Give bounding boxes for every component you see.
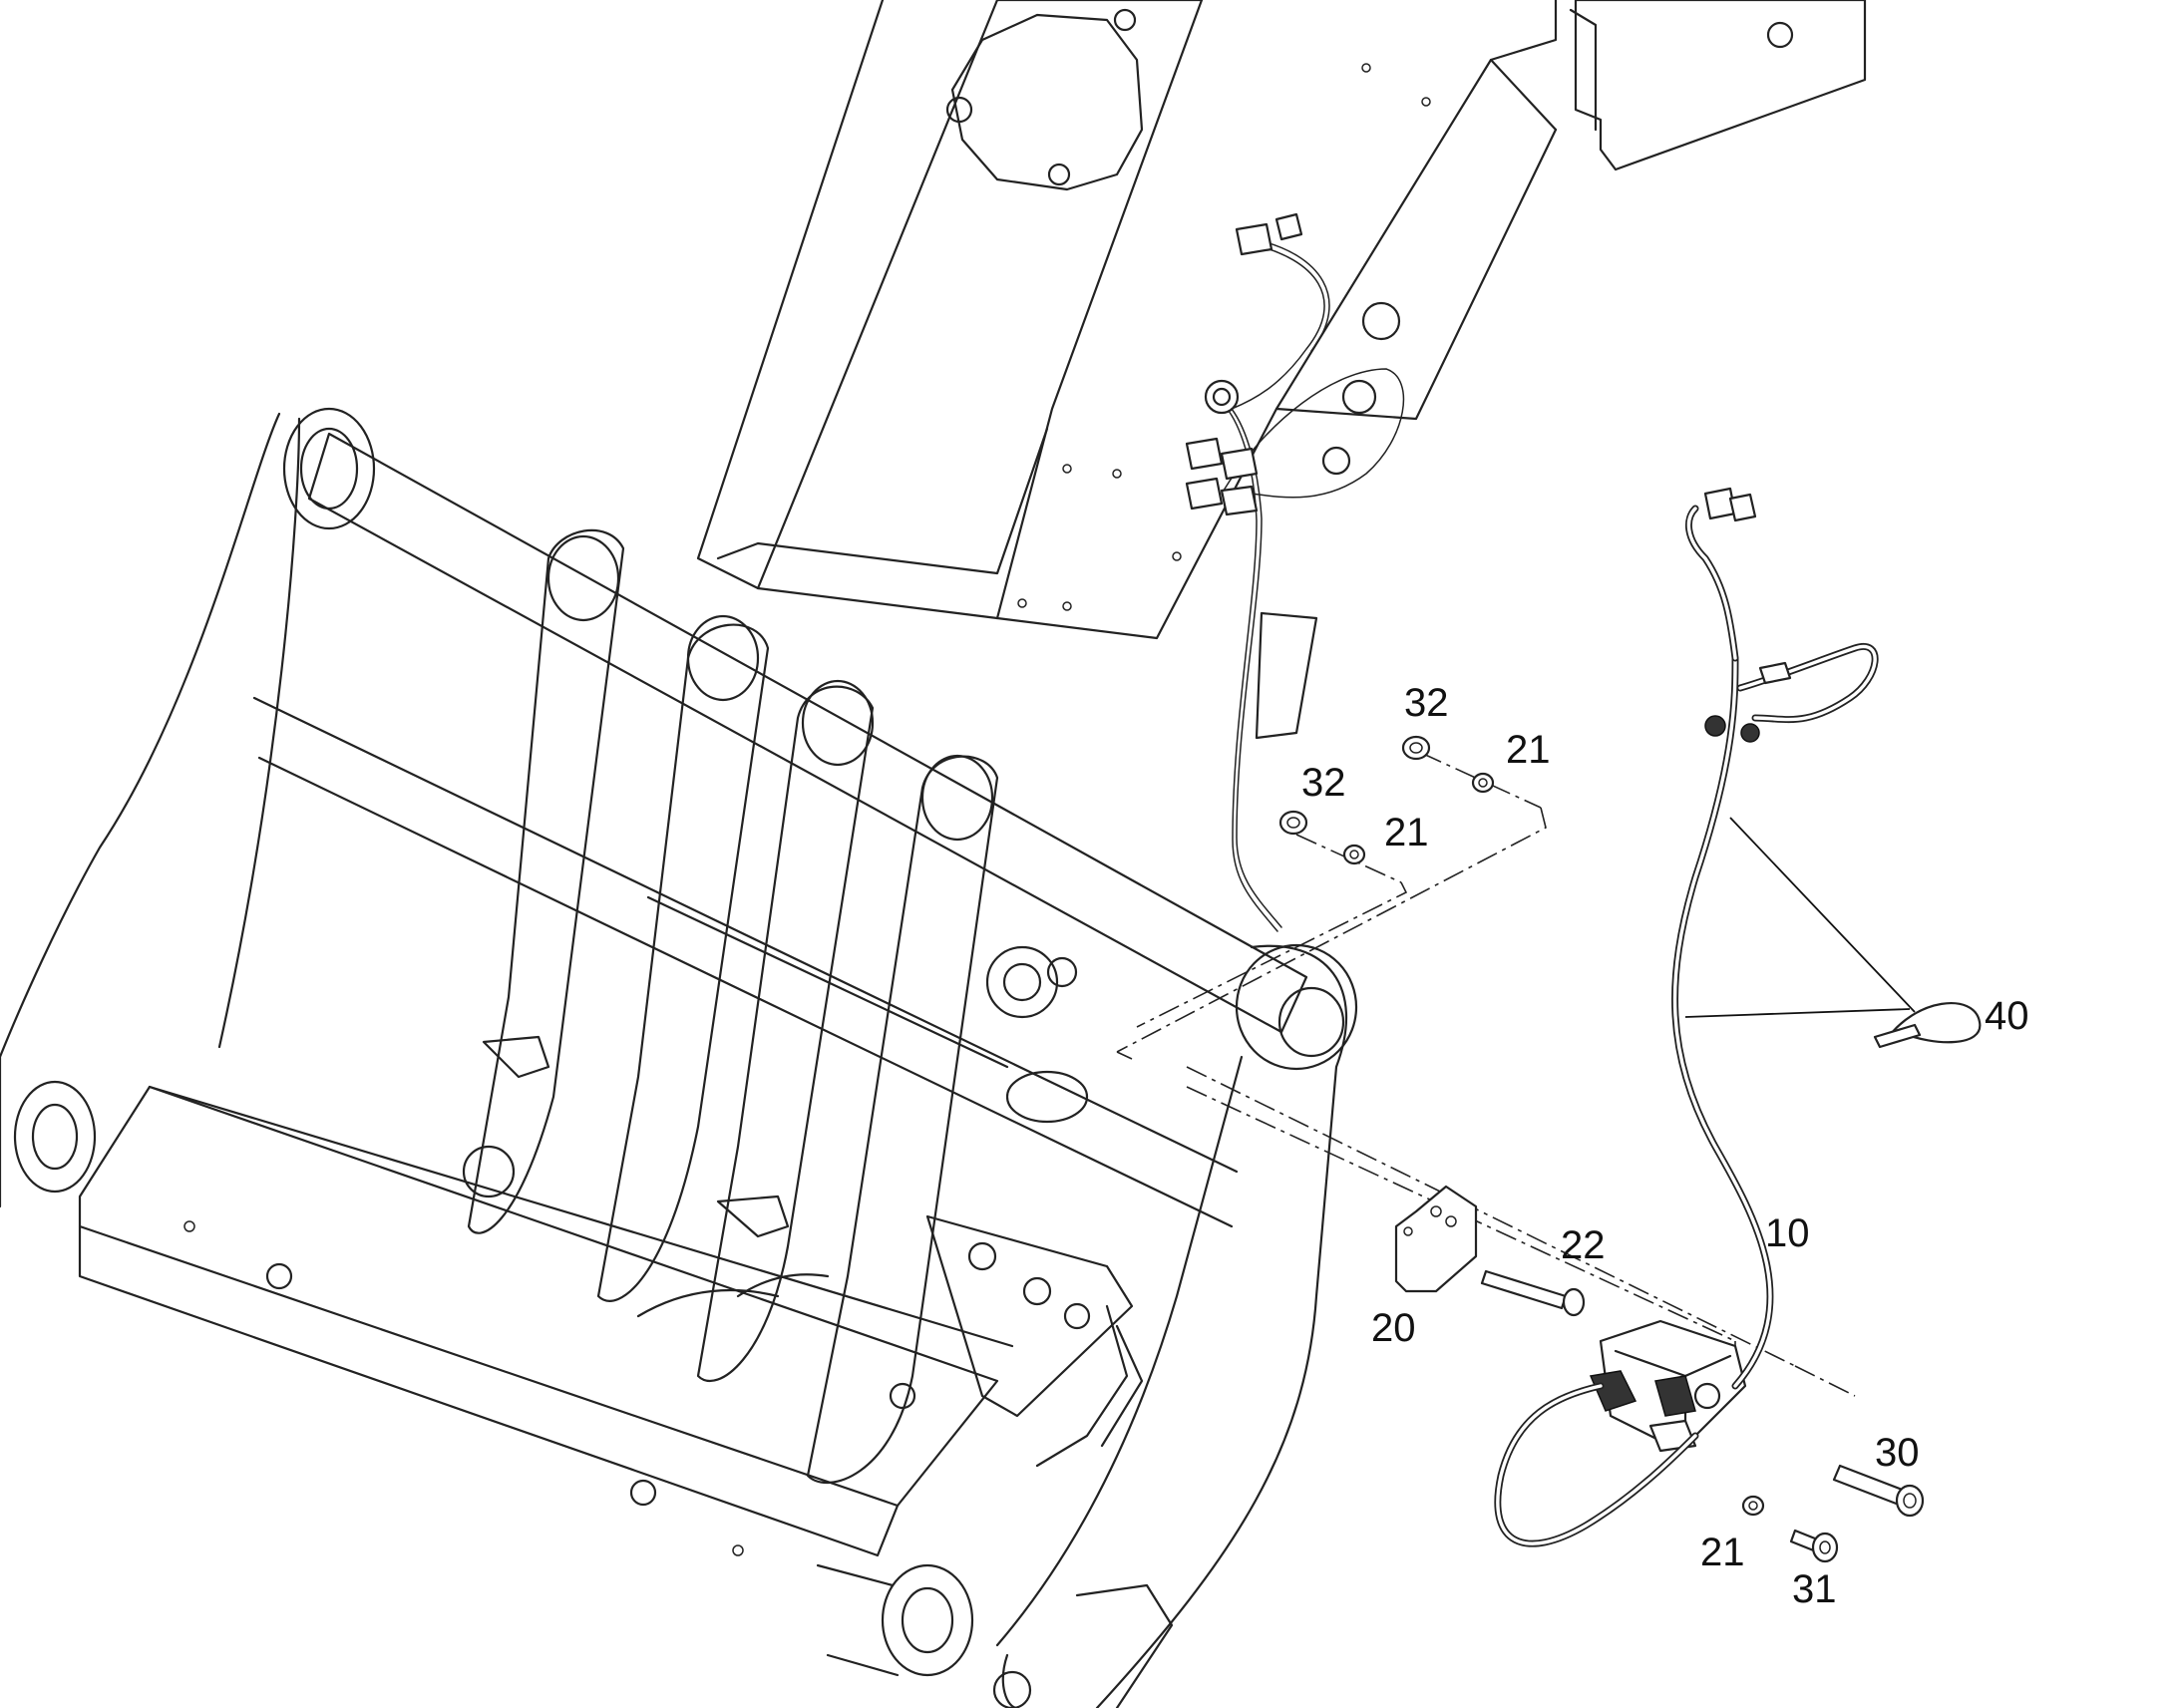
bolt-30 xyxy=(1832,1464,1925,1518)
callout-labels: 32 21 32 21 40 10 22 20 30 21 31 xyxy=(1301,681,2029,1611)
arm-wire-harness xyxy=(1185,212,1405,932)
nut-32-lower xyxy=(1278,810,1308,836)
cable-tie-40 xyxy=(1873,1002,1982,1049)
mounting-plate-20 xyxy=(1394,1185,1478,1293)
boom-arm xyxy=(696,0,1867,740)
callout-32-lower: 32 xyxy=(1301,761,1346,805)
coupler-frame xyxy=(0,407,1358,1708)
callout-21-lower: 21 xyxy=(1700,1531,1745,1574)
callout-21-middle: 21 xyxy=(1384,811,1429,854)
callout-10: 10 xyxy=(1765,1211,1810,1255)
washer-21-upper xyxy=(1471,772,1495,794)
callout-40: 40 xyxy=(1985,994,2029,1038)
callout-30: 30 xyxy=(1875,1431,1920,1475)
callout-32-upper: 32 xyxy=(1404,681,1449,725)
nut-32-upper xyxy=(1401,735,1431,761)
screw-31 xyxy=(1789,1529,1839,1563)
screw-22 xyxy=(1480,1269,1586,1317)
washer-21-middle xyxy=(1342,844,1366,865)
sensor-assembly xyxy=(1589,1319,1747,1453)
callout-22: 22 xyxy=(1561,1223,1606,1267)
callout-20: 20 xyxy=(1371,1306,1416,1350)
callout-31: 31 xyxy=(1792,1567,1837,1611)
callout-21-upper: 21 xyxy=(1506,728,1551,772)
harness-10 xyxy=(1494,487,1879,1547)
washer-21-lower xyxy=(1741,1495,1765,1517)
exploded-parts xyxy=(1116,487,1982,1563)
